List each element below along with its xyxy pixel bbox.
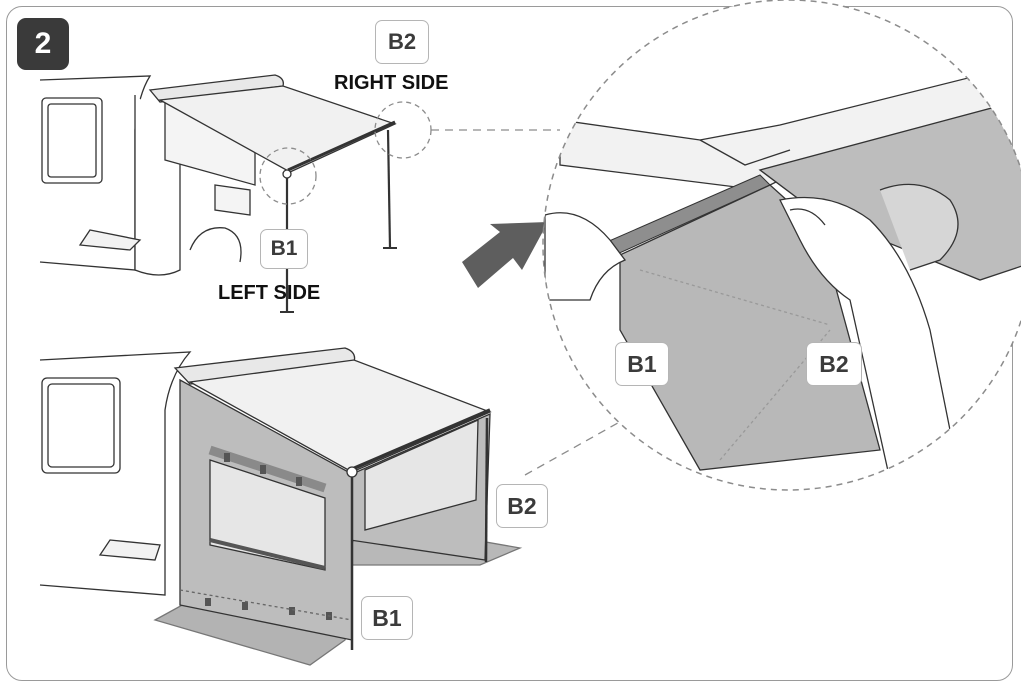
callout-b1-bottom: B1: [361, 596, 413, 640]
awning-bottom: [173, 347, 492, 650]
left-side-label: LEFT SIDE: [218, 282, 321, 304]
arrow-icon: [462, 222, 548, 288]
callout-b2-bottom: B2: [496, 484, 548, 528]
callout-b2-detail-text: B2: [819, 350, 849, 377]
step-number: 2: [34, 27, 52, 60]
callout-b1-top-text: B1: [270, 237, 298, 260]
left-side-zoom-ring: [259, 147, 317, 205]
callout-b1-detail: B1: [615, 342, 669, 386]
step-number-badge: 2: [17, 18, 69, 70]
callout-b2-top: B2: [375, 20, 429, 64]
callout-b1-bottom-text: B1: [372, 604, 402, 631]
callout-b2-bottom-text: B2: [507, 492, 537, 519]
detail-zoom-content: [543, 0, 1021, 490]
right-side-label: RIGHT SIDE: [334, 72, 449, 94]
callout-b1-top: B1: [260, 229, 308, 269]
callout-b2-detail: B2: [806, 342, 862, 386]
callout-b2-top-text: B2: [387, 29, 417, 54]
awning-top: [148, 74, 397, 313]
callout-b1-detail-text: B1: [627, 350, 657, 377]
